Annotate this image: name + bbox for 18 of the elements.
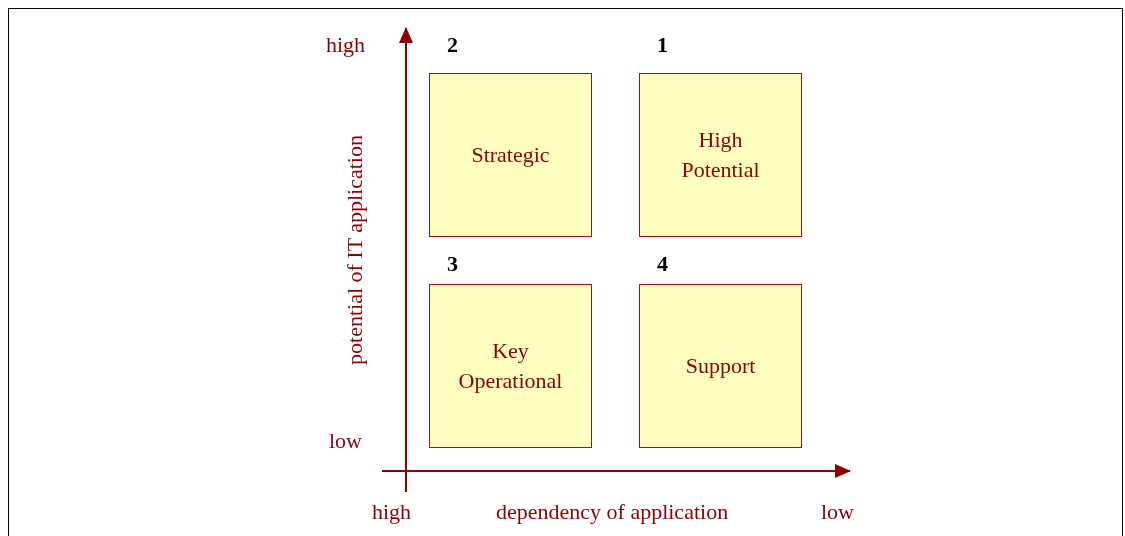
quadrant-number: 1 — [657, 33, 668, 57]
quadrant-label: Strategic — [470, 141, 551, 169]
axis-end-label: high — [326, 32, 366, 58]
quadrant-box — [429, 73, 592, 237]
quadrant-box — [639, 284, 802, 448]
quadrant-box — [429, 284, 592, 448]
quadrant-label: Support — [684, 352, 757, 380]
axis-end-label: low — [821, 499, 854, 525]
quadrant-number: 2 — [447, 33, 458, 57]
quadrant-box — [639, 73, 802, 237]
quadrant-label: High Potential — [680, 126, 761, 184]
axis-end-label: low — [329, 428, 362, 454]
axis-title: potential of IT application — [341, 135, 368, 365]
axis-end-label: high — [372, 499, 412, 525]
quadrant-number: 4 — [657, 252, 668, 276]
axis-title: dependency of application — [496, 499, 729, 525]
quadrant-label: Key Operational — [457, 337, 564, 395]
quadrant-number: 3 — [447, 252, 458, 276]
